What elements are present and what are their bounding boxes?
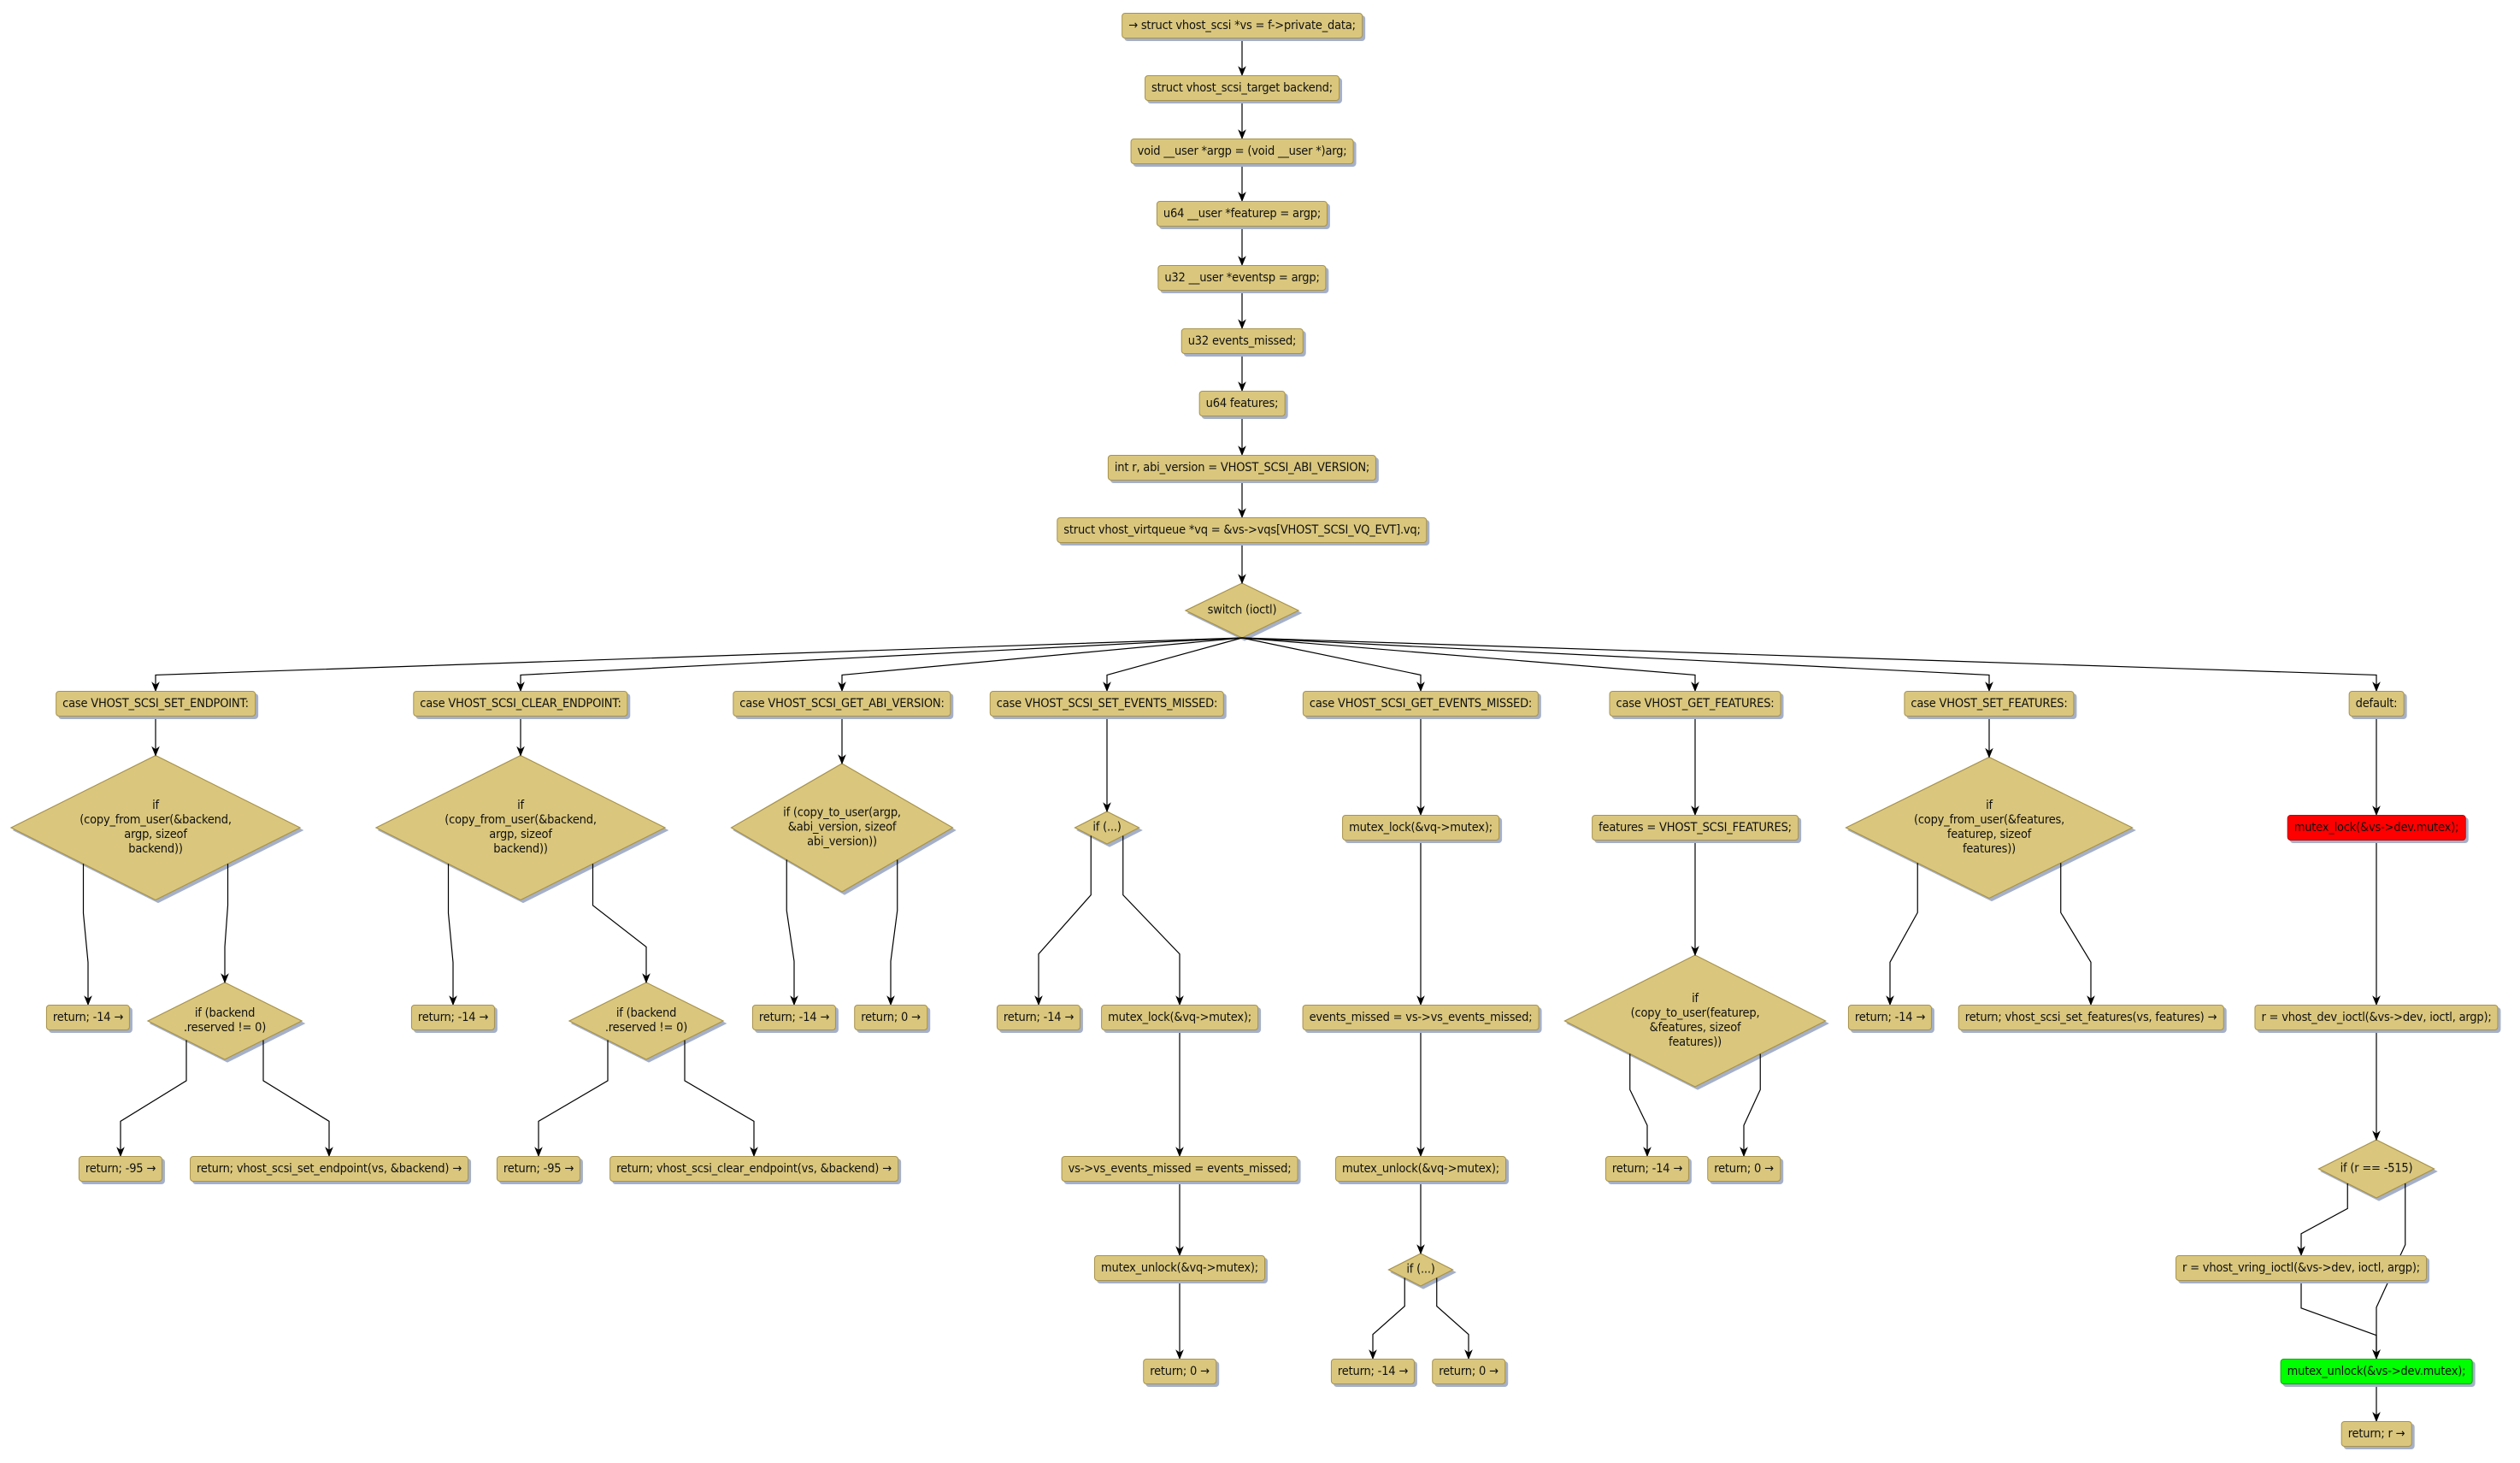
decision-label: switch (ioctl)	[1207, 603, 1277, 617]
statement-node: vs->vs_events_missed = events_missed;	[1061, 1156, 1298, 1182]
statement-node: events_missed = vs->vs_events_missed;	[1302, 1005, 1540, 1030]
flow-edge	[1122, 835, 1184, 1006]
flow-edge	[2297, 1183, 2348, 1257]
decision-label: if (copy_from_user(&features, featurep, …	[1913, 799, 2065, 856]
statement-node: r = vhost_dev_ioctl(&vs->dev, ioctl, arg…	[2254, 1005, 2499, 1030]
flow-edge	[151, 637, 1243, 693]
flow-edge	[1886, 863, 1918, 1006]
flow-edge	[1436, 1277, 1473, 1360]
flow-edge	[262, 1040, 333, 1158]
flow-edge	[1241, 637, 1699, 693]
flow-edge	[221, 864, 229, 984]
statement-node: int r, abi_version = VHOST_SCSI_ABI_VERS…	[1107, 455, 1377, 481]
statement-node: return; -14 →	[1604, 1156, 1690, 1182]
statement-node: features = VHOST_SCSI_FEATURES;	[1592, 815, 1799, 841]
statement-node: u32 __user *eventsp = argp;	[1157, 265, 1327, 291]
statement-node: return; -14 →	[45, 1005, 131, 1030]
decision-label: if (copy_from_user(&backend, argp, sizeo…	[79, 799, 232, 856]
flow-edge	[2060, 863, 2095, 1006]
decision-label: if (...)	[1406, 1262, 1435, 1277]
statement-node: r = vhost_vring_ioctl(&vs->dev, ioctl, a…	[2176, 1255, 2427, 1281]
decision-label: if (r == -515)	[2340, 1161, 2413, 1176]
statement-node: void __user *argp = (void __user *)arg;	[1130, 139, 1354, 164]
flow-edge	[1629, 1053, 1652, 1158]
decision-label: if (copy_from_user(&backend, argp, sizeo…	[445, 799, 597, 856]
decision-label: if (backend .reserved != 0)	[183, 1006, 267, 1035]
statement-node: → struct vhost_scsi *vs = f->private_dat…	[1122, 13, 1363, 38]
statement-node: mutex_unlock(&vq->mutex);	[1335, 1156, 1506, 1182]
flow-edge	[1103, 637, 1243, 693]
flow-edge	[1369, 1277, 1405, 1360]
statement-node: return; 0 →	[1707, 1156, 1781, 1182]
statement-node: return; -14 →	[751, 1005, 837, 1030]
flow-edge	[838, 637, 1243, 693]
statement-node: case VHOST_SCSI_SET_EVENTS_MISSED:	[989, 691, 1225, 717]
statement-node: return; 0 →	[1143, 1359, 1216, 1384]
flow-edge	[1241, 637, 2381, 693]
flow-edge	[886, 859, 898, 1006]
flow-edge	[82, 864, 92, 1006]
flow-edge	[1740, 1053, 1761, 1158]
statement-node: return; vhost_scsi_set_endpoint(vs, &bac…	[190, 1156, 468, 1182]
statement-node: return; -95 →	[496, 1156, 581, 1182]
lock-statement-node: mutex_lock(&vs->dev.mutex);	[2287, 815, 2466, 841]
statement-node: return; -14 →	[1330, 1359, 1416, 1384]
statement-node: return; vhost_scsi_clear_endpoint(vs, &b…	[609, 1156, 898, 1182]
statement-node: case VHOST_SCSI_SET_ENDPOINT:	[56, 691, 256, 717]
statement-node: u64 features;	[1198, 391, 1286, 416]
statement-node: struct vhost_virtqueue *vq = &vs->vqs[VH…	[1057, 517, 1428, 543]
statement-node: return; -14 →	[996, 1005, 1081, 1030]
statement-node: u64 __user *featurep = argp;	[1156, 201, 1328, 227]
statement-node: case VHOST_SCSI_GET_ABI_VERSION:	[733, 691, 951, 717]
statement-node: return; vhost_scsi_set_features(vs, feat…	[1958, 1005, 2224, 1030]
statement-node: return; -95 →	[78, 1156, 163, 1182]
flow-edge	[1241, 637, 1993, 693]
statement-node: case VHOST_GET_FEATURES:	[1609, 691, 1781, 717]
statement-node: u32 events_missed;	[1181, 328, 1304, 354]
statement-node: default:	[2348, 691, 2405, 717]
statement-node: struct vhost_scsi_target backend;	[1145, 75, 1339, 101]
statement-node: mutex_unlock(&vq->mutex);	[1094, 1255, 1265, 1281]
decision-label: if (backend .reserved != 0)	[604, 1006, 688, 1035]
decision-label: if (...)	[1092, 820, 1122, 835]
flow-edge	[116, 1040, 187, 1158]
flow-edge	[2300, 1281, 2381, 1360]
decision-label: if (copy_to_user(featurep, &features, si…	[1630, 992, 1760, 1049]
statement-node: mutex_lock(&vq->mutex);	[1342, 815, 1499, 841]
unlock-statement-node: mutex_unlock(&vs->dev.mutex);	[2280, 1359, 2473, 1384]
flow-edge	[592, 864, 651, 984]
statement-node: return; -14 →	[410, 1005, 496, 1030]
flow-edge	[786, 859, 798, 1006]
flow-edge	[1241, 637, 1425, 693]
statement-node: return; 0 →	[854, 1005, 927, 1030]
statement-node: mutex_lock(&vq->mutex);	[1101, 1005, 1258, 1030]
flow-edge	[516, 637, 1243, 693]
statement-node: return; -14 →	[1847, 1005, 1933, 1030]
statement-node: case VHOST_SCSI_CLEAR_ENDPOINT:	[413, 691, 628, 717]
statement-node: return; r →	[2340, 1421, 2412, 1447]
flow-edge	[684, 1040, 758, 1158]
statement-node: case VHOST_SCSI_GET_EVENTS_MISSED:	[1302, 691, 1540, 717]
decision-label: if (copy_to_user(argp, &abi_version, siz…	[783, 805, 901, 849]
statement-node: return; 0 →	[1432, 1359, 1505, 1384]
flow-edge	[447, 864, 457, 1006]
flow-edge	[1034, 835, 1092, 1006]
flow-edge	[534, 1040, 609, 1158]
statement-node: case VHOST_SET_FEATURES:	[1904, 691, 2075, 717]
